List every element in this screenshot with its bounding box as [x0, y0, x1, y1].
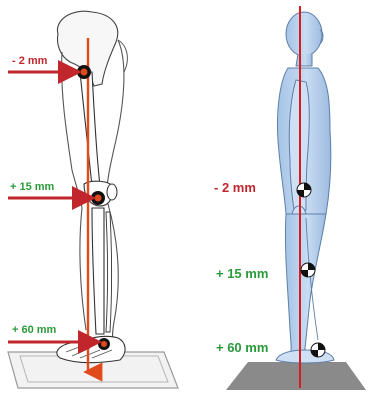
left-label-knee: + 15 mm — [10, 181, 55, 193]
tibia-bone — [92, 208, 104, 334]
right-platform — [226, 362, 366, 390]
femur-bone — [80, 72, 100, 186]
right-hip-marker — [297, 183, 311, 197]
legs — [285, 214, 326, 358]
right-label-hip: - 2 mm — [214, 180, 256, 195]
right-label-ankle: + 60 mm — [216, 340, 268, 355]
left-hip-marker — [77, 65, 91, 79]
right-knee-marker — [301, 263, 315, 277]
left-knee-marker — [91, 191, 105, 205]
foot-bones — [57, 336, 125, 362]
left-label-hip: - 2 mm — [12, 55, 48, 67]
right-label-knee: + 15 mm — [216, 266, 268, 281]
left-label-ankle: + 60 mm — [12, 324, 57, 336]
fibula-bone — [106, 212, 112, 332]
right-ankle-marker — [311, 343, 325, 357]
left-ankle-marker — [98, 338, 110, 350]
feet — [276, 350, 334, 363]
right-body-illustration: - 2 mm + 15 mm + 60 mm — [214, 6, 366, 390]
head — [286, 12, 322, 56]
left-leg-illustration: - 2 mm + 15 mm + 60 mm — [8, 11, 178, 388]
